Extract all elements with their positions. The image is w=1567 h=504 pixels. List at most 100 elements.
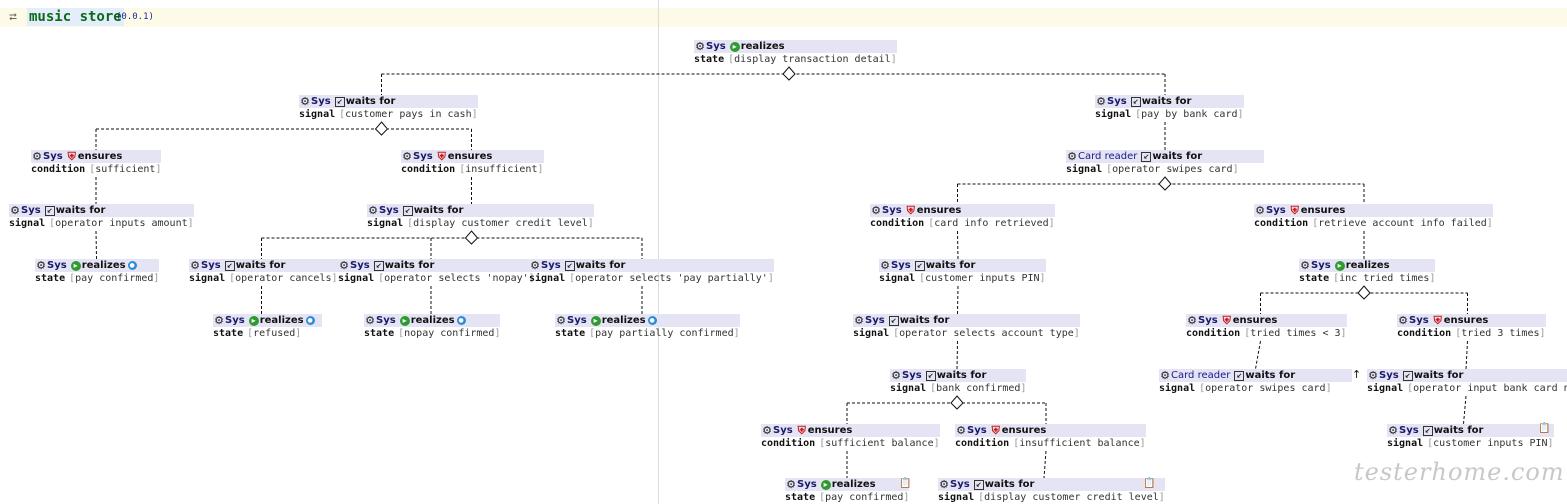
node-value[interactable]: sufficient balance — [825, 438, 934, 449]
node-value[interactable]: display transaction detail — [734, 54, 891, 65]
node-value[interactable]: display customer credit level — [413, 218, 588, 229]
relation-label: waits for — [925, 260, 976, 271]
shield-icon: ⛨ — [437, 149, 446, 163]
node-value[interactable]: operator selects 'nopay' — [384, 273, 529, 284]
shield-icon: ⛨ — [1222, 313, 1231, 327]
divider-line — [658, 0, 659, 504]
system-name: Sys — [1198, 315, 1218, 326]
relation-kind: ⛨ensures — [67, 150, 123, 163]
relation-kind: ↙waits for — [925, 369, 986, 382]
node-value[interactable]: card info retrieved — [934, 218, 1049, 229]
bracket: [ — [69, 273, 76, 284]
bracket: [ — [589, 328, 596, 339]
bracket: [ — [229, 273, 236, 284]
bracket: ] — [1158, 492, 1165, 503]
node-value[interactable]: display customer credit level — [984, 492, 1159, 503]
relation-kind: ↙waits for — [1234, 369, 1295, 382]
relation-label: realizes — [410, 315, 455, 326]
node-header: ⚙Sys⛨ensures — [1397, 314, 1546, 327]
node-value[interactable]: retrieve account info failed — [1318, 218, 1487, 229]
shield-icon: ⛨ — [797, 423, 806, 437]
diagram-node[interactable]: ⚙Sys▸realizes●state[ refused ] — [213, 314, 322, 340]
relation-label: waits for — [1152, 151, 1203, 162]
node-body: signal[ operator selects account type ] — [853, 327, 1080, 340]
node-value[interactable]: pay by bank card — [1141, 109, 1238, 120]
node-header: ⚙Sys▸realizes — [694, 40, 897, 53]
node-body: condition[ tried 3 times ] — [1397, 327, 1546, 340]
node-value[interactable]: nopay confirmed — [404, 328, 495, 339]
node-body: state[ pay confirmed ] — [35, 272, 159, 285]
diagram-node[interactable]: ⚙Sys▸realizes●state[ nopay confirmed ] — [364, 314, 501, 340]
node-value[interactable]: customer inputs PIN — [925, 273, 1040, 284]
bracket: ] — [1073, 328, 1080, 339]
node-value[interactable]: insufficient — [465, 164, 538, 175]
node-type-label: state — [694, 54, 725, 65]
gear-icon: ⚙ — [1300, 259, 1310, 272]
bracket: ] — [537, 164, 544, 175]
node-value[interactable]: operator selects 'pay partially' — [575, 273, 768, 284]
node-value[interactable]: insufficient balance — [1019, 438, 1140, 449]
node-value[interactable]: tried 3 times — [1461, 328, 1540, 339]
node-value[interactable]: operator inputs amount — [55, 218, 188, 229]
node-value[interactable]: customer pays in cash — [345, 109, 472, 120]
node-body: state[ pay confirmed ] — [785, 491, 909, 504]
bracket: [ — [893, 328, 900, 339]
edge-line — [1255, 340, 1261, 370]
node-type-label: signal — [1387, 438, 1424, 449]
relation-kind: ▸realizes — [1334, 259, 1390, 272]
wait-icon: ↙ — [973, 479, 984, 490]
node-value[interactable]: pay partially confirmed — [595, 328, 734, 339]
node-value[interactable]: refused — [253, 328, 296, 339]
node-value[interactable]: bank confirmed — [936, 383, 1021, 394]
bracket: ] — [1486, 218, 1493, 229]
node-value[interactable]: operator input bank card num — [1413, 383, 1567, 394]
node-value[interactable]: operator selects account type — [899, 328, 1074, 339]
node-header: ⚙Sys⛨ensures — [31, 150, 162, 163]
node-header: ⚙Sys↙waits for — [890, 369, 1027, 382]
system-name: Sys — [706, 41, 726, 52]
diagram-node[interactable]: ⚙Sys▸realizes●state[ pay confirmed ] — [35, 259, 160, 285]
node-value[interactable]: pay confirmed — [75, 273, 154, 284]
node-value[interactable]: pay confirmed — [825, 492, 904, 503]
node-value[interactable]: tried times < 3 — [1250, 328, 1341, 339]
node-value[interactable]: inc tried times — [1339, 273, 1430, 284]
edge-line — [957, 230, 959, 260]
node-value[interactable]: operator swipes card — [1112, 164, 1233, 175]
gear-icon: ⚙ — [939, 478, 949, 491]
node-value[interactable]: customer inputs PIN — [1433, 438, 1548, 449]
node-value[interactable]: sufficient — [95, 164, 156, 175]
system-name: Sys — [1311, 260, 1331, 271]
node-value[interactable]: operator swipes card — [1205, 383, 1326, 394]
relation-label: ensures — [1443, 315, 1489, 326]
realize-icon: ▸ — [399, 315, 410, 326]
node-value[interactable]: operator cancels — [235, 273, 332, 284]
node-type-label: signal — [1095, 109, 1132, 120]
diagram-node[interactable]: ⚙Sys▸realizes●state[ pay partially confi… — [555, 314, 740, 340]
